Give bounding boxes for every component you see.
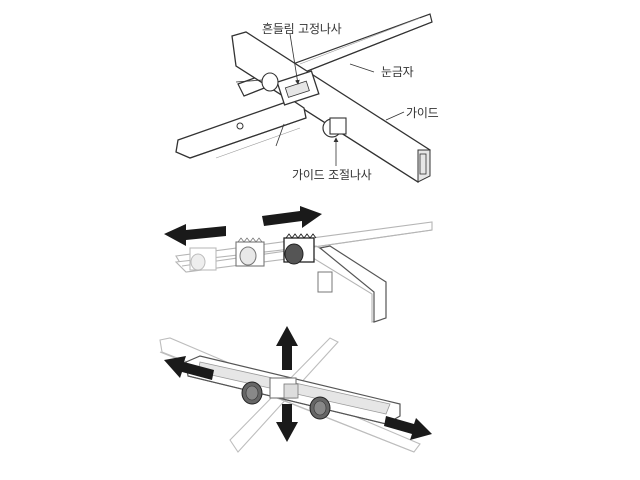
guide-adjust-screw-illustration (322, 117, 347, 138)
center-clamp-illustration (235, 70, 320, 106)
slider-block-front (283, 233, 317, 265)
guide-adjust-screw-label: 가이드 조절나사 (292, 168, 372, 182)
base-rail-illustration (175, 99, 307, 159)
cross-center-block (269, 377, 299, 399)
move-right-arrow (262, 206, 322, 228)
wobble-lock-screw-label: 흔들림 고정나사 (262, 22, 342, 36)
slider-block-middle (235, 237, 265, 267)
move-right-arrow (384, 416, 432, 440)
assembled-guide-view (175, 13, 433, 183)
scale-label: 눈금자 (381, 65, 414, 79)
cross-adjustment-view (159, 326, 432, 453)
move-left-arrow (164, 224, 226, 246)
move-left-arrow (164, 356, 214, 380)
right-frame-illustration (317, 245, 387, 323)
left-knob-illustration (241, 381, 263, 405)
slider-block-faded (189, 247, 217, 271)
move-down-arrow (276, 404, 298, 442)
horizontal-adjustment-view (164, 206, 433, 323)
move-up-arrow (276, 326, 298, 370)
guide-label: 가이드 (406, 106, 439, 120)
right-knob-illustration (309, 396, 331, 420)
